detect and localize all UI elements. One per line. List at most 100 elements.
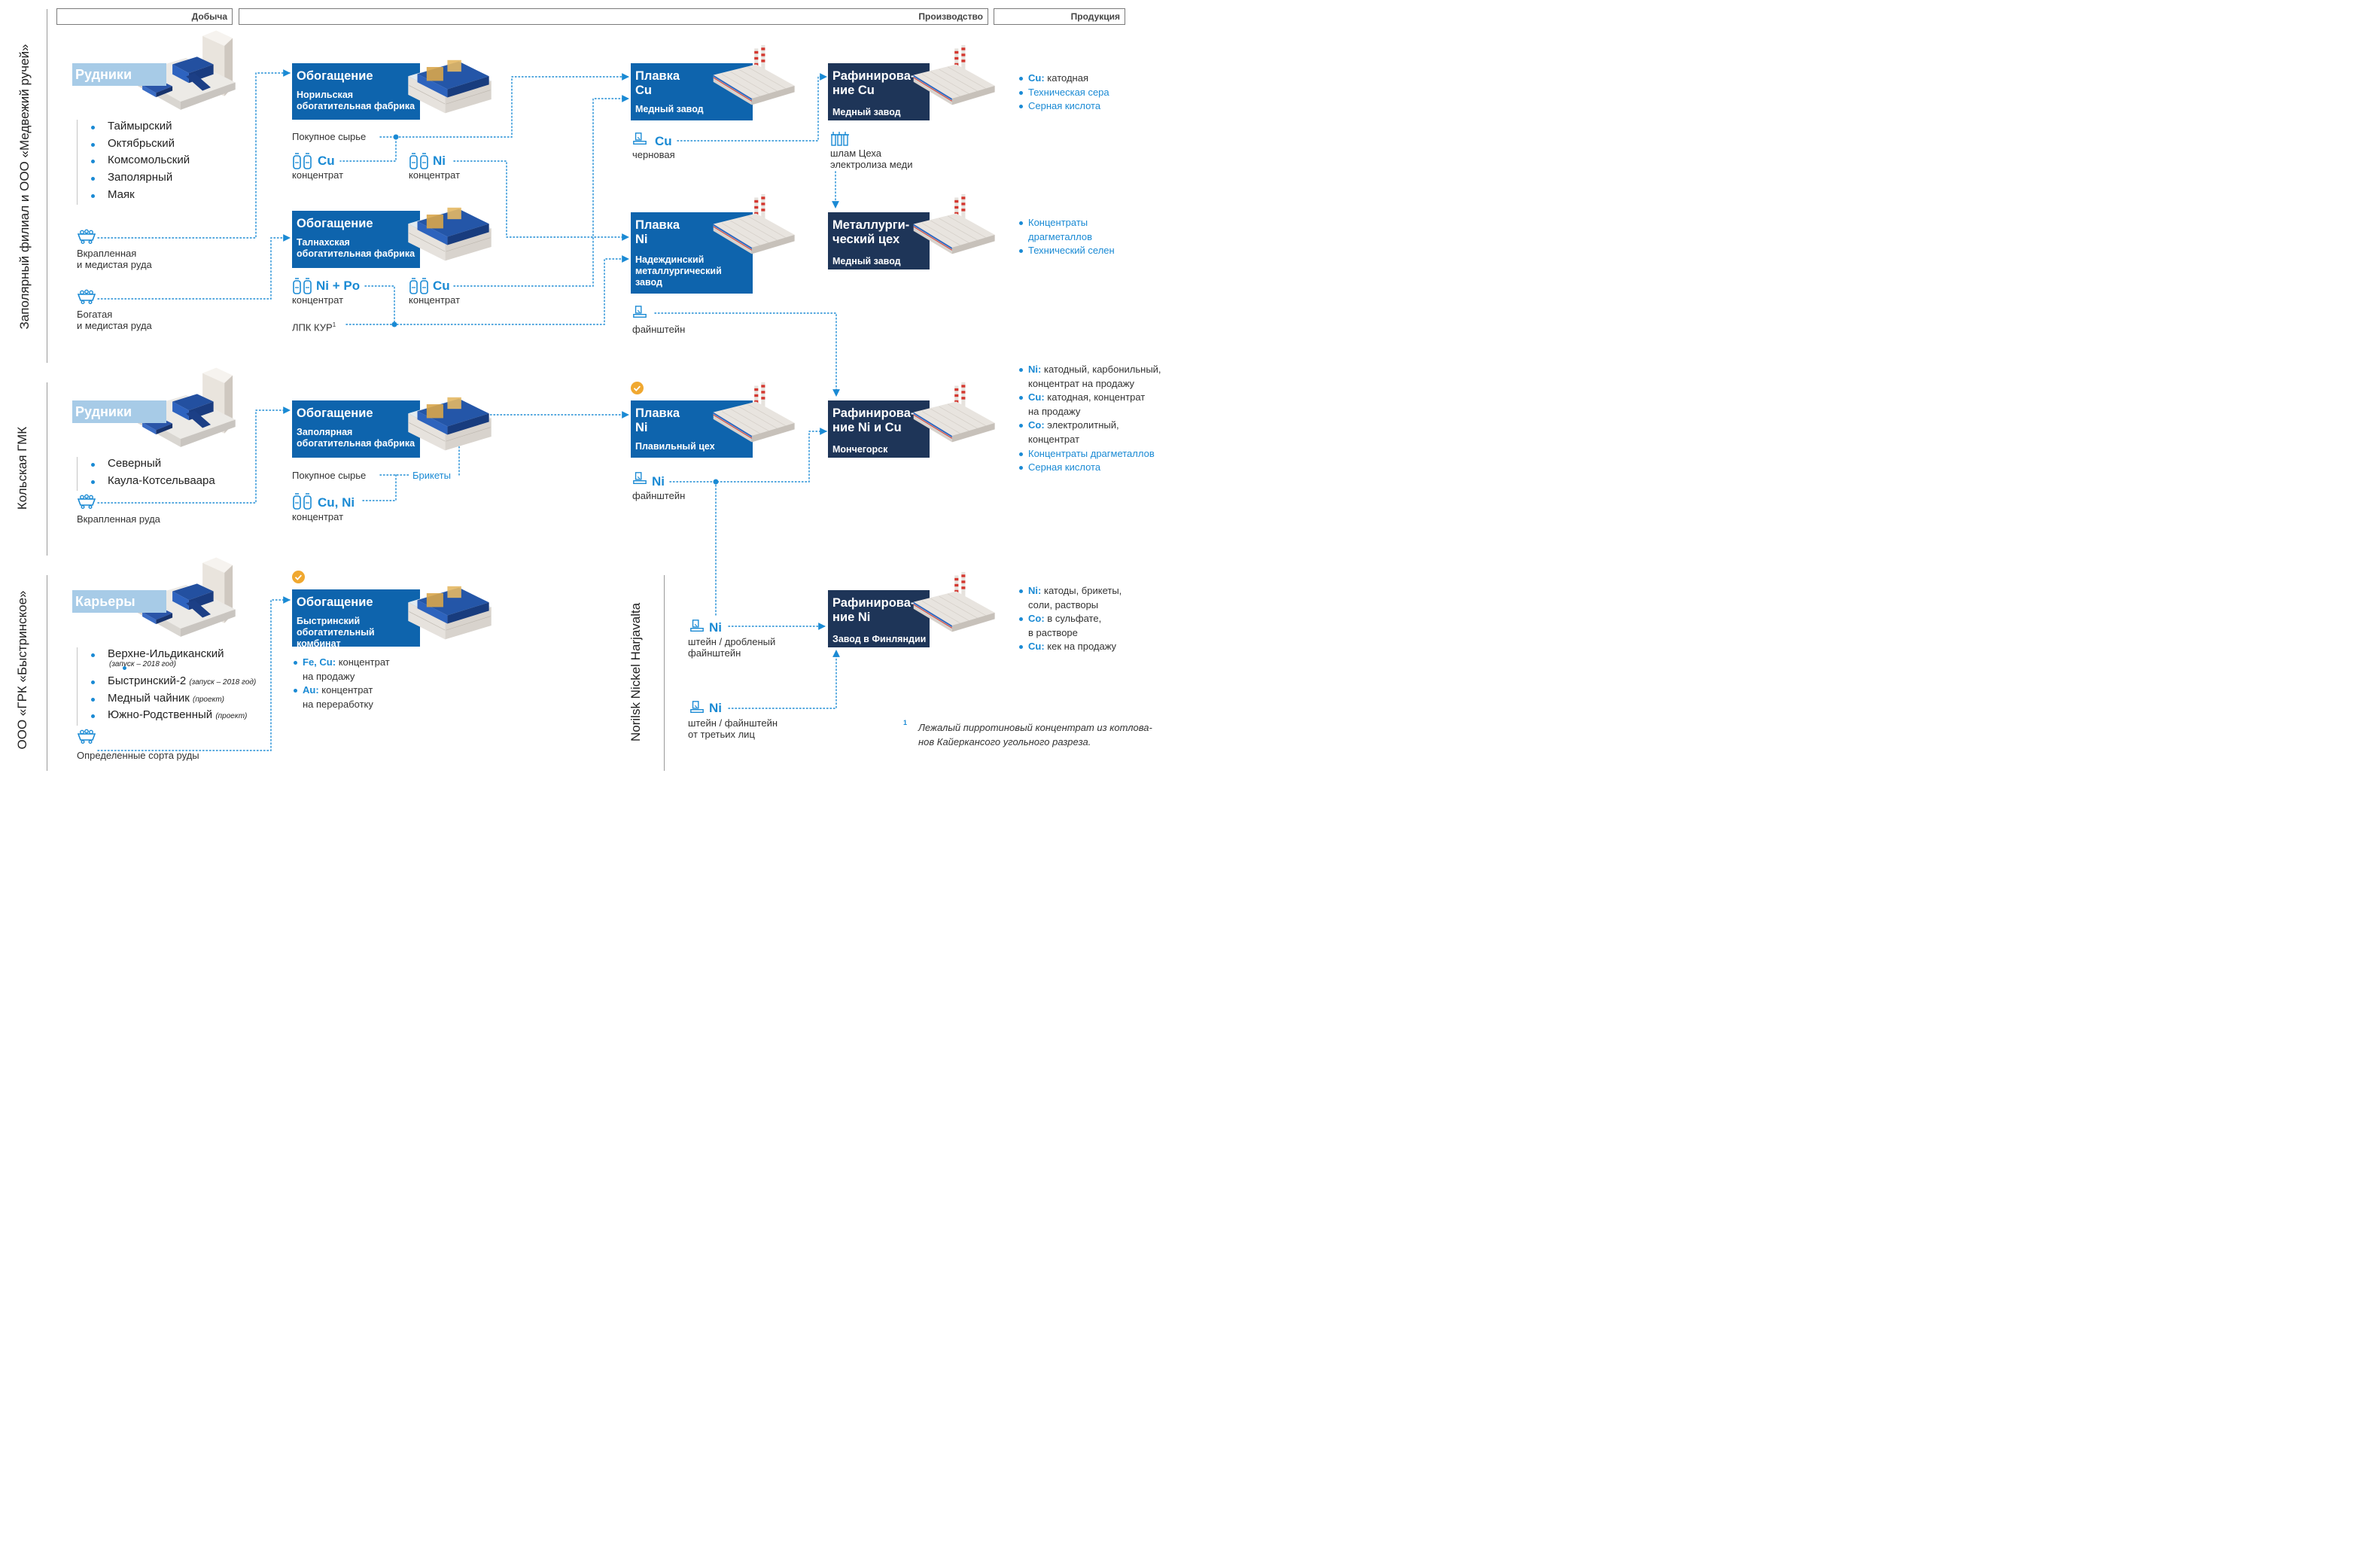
factory-illustration — [709, 30, 803, 124]
junction-matte2 — [713, 479, 719, 485]
checkmark-icon — [631, 382, 644, 394]
concentrate-icon — [409, 278, 430, 294]
bystr-quarries-list: Верхне-Ильдиканский(запуск – 2018 год) Б… — [77, 647, 256, 726]
junction-purchased — [393, 134, 399, 140]
matte1-label: файнштейн — [632, 324, 686, 335]
bystr-products: Fe, Cu: концентрат на продажу Au: концен… — [292, 656, 390, 711]
refine-nicu: Рафинирова-ние Ni и Cu Мончегорск — [828, 400, 930, 458]
factory-illustration — [909, 557, 1003, 651]
matte2-label: файнштейн — [632, 490, 686, 501]
metal-shop: Металлурги-ческий цех Медный завод — [828, 212, 930, 269]
zf-mine-item: Октябрьский — [78, 137, 190, 154]
flow-lpk-smelt-ni — [345, 255, 629, 325]
zf-ni-conc-el: Ni — [433, 154, 446, 168]
flow-nipo — [364, 285, 395, 325]
products-metal: Концентраты драгметаллов Технический сел… — [1018, 216, 1115, 258]
flow-kola-ore-enr — [97, 406, 291, 504]
bystr-quarry-item: Верхне-Ильдиканский(запуск – 2018 год) — [78, 647, 256, 674]
factory-illustration — [709, 367, 803, 461]
kola-mines-list: Северный Каула-Котсельваара — [77, 457, 215, 492]
harj-in1-el: Ni — [709, 620, 722, 635]
flow-ni-smelt-ni — [453, 160, 629, 241]
footnote-mark: 1 — [903, 719, 908, 726]
ore-cart-icon — [77, 229, 96, 244]
bystr-quarry-item: Медный чайник (проект) — [78, 692, 256, 709]
header-mining: Добыча — [56, 8, 233, 25]
kola-briquettes: Брикеты — [412, 470, 451, 481]
kola-mine-item: Северный — [78, 457, 215, 474]
header-production: Производство — [239, 8, 988, 25]
flow-blister-refine — [677, 73, 827, 142]
plant-illustration — [399, 44, 501, 123]
products-ni-fin: Ni: катоды, брикеты, соли, растворы Co: … — [1018, 584, 1122, 654]
ingot-icon — [632, 471, 647, 486]
concentrate-icon — [409, 153, 430, 169]
bystr-ore: Определенные сорта руды — [77, 750, 199, 761]
ore-cart-icon — [77, 289, 96, 304]
zf-lpk: ЛПК КУР1 — [292, 321, 336, 333]
kola-ore: Вкрапленная руда — [77, 513, 160, 525]
products-nicu: Ni: катодный, карбонильный, концентрат н… — [1018, 363, 1161, 475]
kola-cuni-el: Cu, Ni — [318, 495, 355, 510]
zf-mines-list: Таймырский Октябрьский Комсомольский Зап… — [77, 120, 190, 206]
bystr-quarry-item: Быстринский-2 (запуск – 2018 год) — [78, 674, 256, 692]
zf-mine-item: Таймырский — [78, 120, 190, 137]
kola-mine-item: Каула-Котсельваара — [78, 474, 215, 492]
matte2-el: Ni — [652, 474, 665, 489]
ingot-icon — [632, 305, 647, 320]
entity-harj-divider — [664, 575, 665, 771]
factory-illustration — [709, 179, 803, 273]
zf-nipo-label: концентрат — [292, 294, 344, 306]
refine-cu: Рафинирова-ние Cu Медный завод — [828, 63, 930, 120]
plant-illustration — [399, 191, 501, 270]
zf-nipo-el: Ni + Po — [316, 279, 361, 293]
blister-label: черновая — [632, 149, 675, 160]
plant-illustration — [399, 381, 501, 460]
kola-purchased: Покупное сырье — [292, 470, 367, 481]
kola-cuni-label: концентрат — [292, 511, 344, 522]
flow-to-smelt-cu — [395, 73, 629, 138]
flow-ore2-enr2 — [97, 234, 291, 300]
zf-ni-conc-label: концентрат — [409, 169, 461, 181]
bystr-quarries-label: Карьеры — [72, 590, 166, 613]
flow-ore1-enr1 — [97, 69, 291, 239]
ore-cart-icon — [77, 494, 96, 509]
concentrate-icon — [292, 493, 313, 510]
factory-illustration — [909, 179, 1003, 273]
zf-mine-item: Маяк — [78, 188, 190, 206]
zf-cu2-label: концентрат — [409, 294, 461, 306]
blister-el: Cu — [655, 134, 672, 148]
factory-illustration — [909, 367, 1003, 461]
flow-kola-cuni — [362, 474, 397, 501]
flow-purchased-cu — [339, 136, 397, 162]
ingot-icon — [632, 132, 647, 147]
ingot-icon — [689, 700, 705, 715]
header-products: Продукция — [994, 8, 1125, 25]
zf-mine-item: Комсомольский — [78, 154, 190, 171]
footnote: Лежалый пирротиновый концентрат из котло… — [918, 722, 1152, 747]
zf-mines-label: Рудники — [72, 63, 166, 86]
concentrate-icon — [292, 153, 313, 169]
zf-purchased: Покупное сырье — [292, 131, 367, 142]
plant-illustration — [399, 570, 501, 649]
checkmark-icon — [292, 571, 305, 583]
zf-cu2-el: Cu — [433, 279, 450, 293]
products-cu: Cu: катодная Техническая сера Серная кис… — [1018, 72, 1109, 114]
junction-lpk — [391, 321, 397, 327]
factory-illustration — [909, 30, 1003, 124]
zf-mine-item: Заполярный — [78, 171, 190, 188]
ore-cart-icon — [77, 729, 96, 744]
zf-cu-conc-el: Cu — [318, 154, 335, 168]
flow-bystr-ore-enr — [97, 596, 291, 751]
harj-in2-el: Ni — [709, 701, 722, 715]
zf-cu-conc-label: концентрат — [292, 169, 344, 181]
refine-ni-finland: Рафинирова-ние Ni Завод в Финляндии — [828, 590, 930, 647]
